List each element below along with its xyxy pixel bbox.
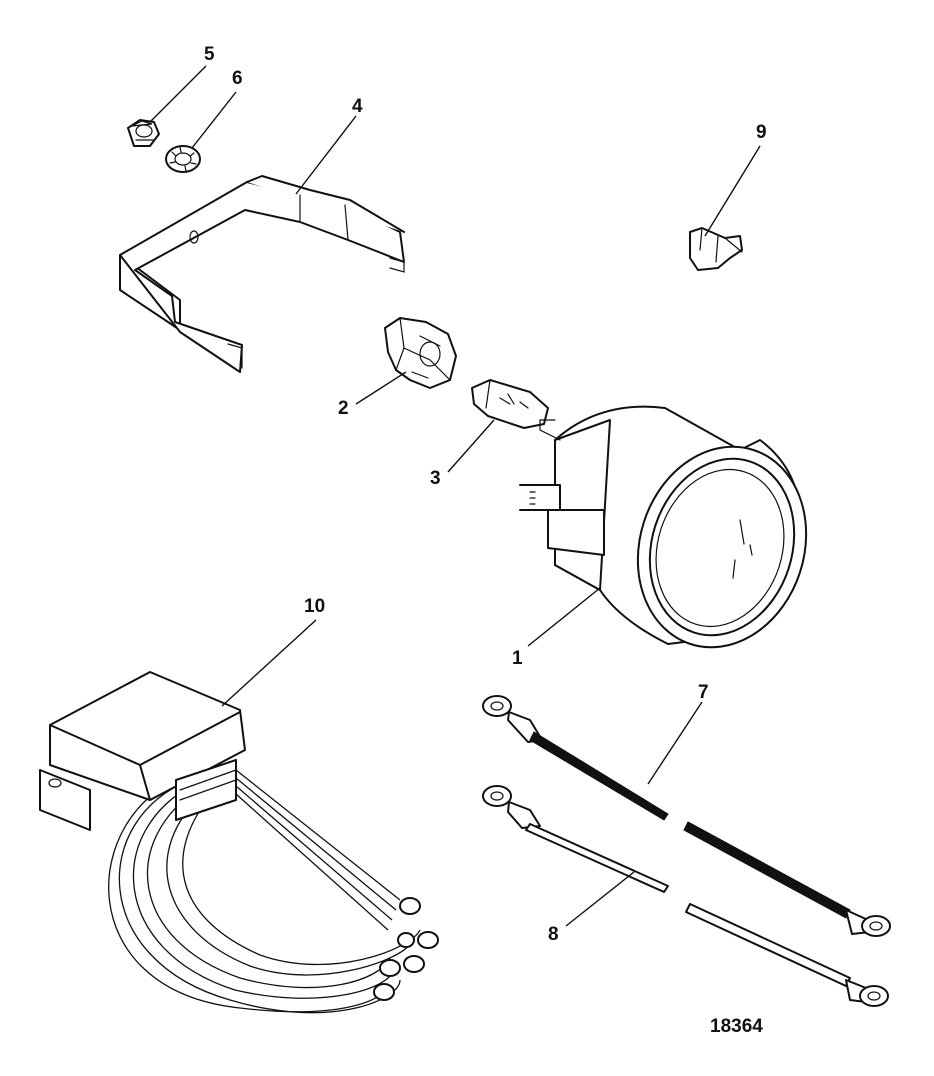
callout-5: 5 (204, 44, 215, 65)
nut (127, 119, 160, 147)
leader-lines (149, 65, 761, 927)
callout-labels: 5 6 4 9 2 3 1 10 7 8 18364 (204, 44, 767, 1037)
callout-3: 3 (430, 468, 441, 489)
callout-9: 9 (756, 122, 767, 143)
callout-10: 10 (304, 596, 325, 617)
bulb (471, 379, 549, 429)
bulb-socket (384, 317, 457, 389)
white-wire-lead (482, 785, 889, 1007)
callout-8: 8 (548, 924, 559, 945)
black-wire-lead (482, 695, 891, 937)
gauge-body (519, 405, 808, 649)
callout-4: 4 (352, 96, 363, 117)
wire-connector (689, 227, 743, 271)
lock-washer (165, 145, 201, 173)
ring-terminals (373, 897, 439, 1001)
callout-7: 7 (698, 682, 709, 703)
mounting-bracket (119, 175, 405, 373)
callout-6: 6 (232, 68, 243, 89)
sender-module-harness (39, 671, 439, 1014)
callout-1: 1 (512, 648, 523, 669)
callout-2: 2 (338, 398, 349, 419)
figure-number: 18364 (710, 1016, 763, 1037)
